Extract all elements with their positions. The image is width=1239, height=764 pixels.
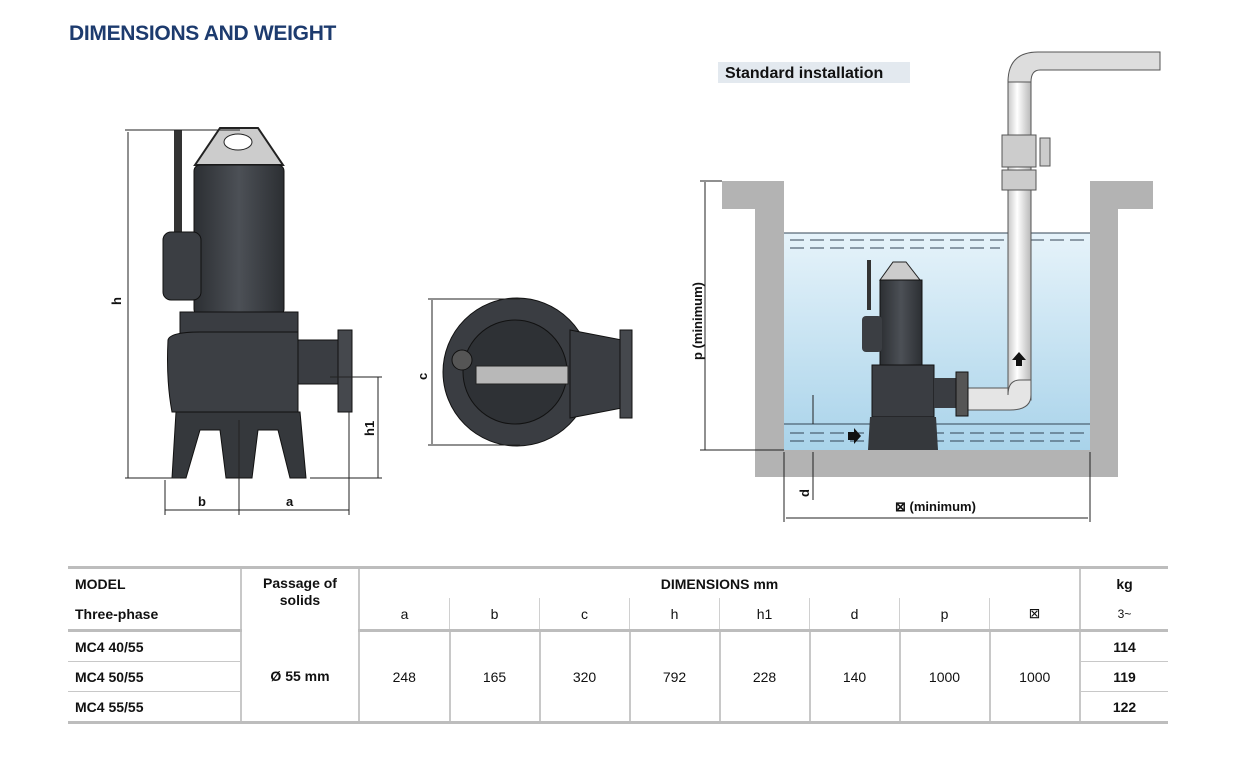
value-square: 1000 bbox=[988, 630, 1080, 724]
kg-cell: 119 bbox=[1079, 661, 1168, 692]
table-row: MC4 55/55 122 bbox=[68, 691, 1168, 724]
value-h: 792 bbox=[628, 630, 720, 724]
label-a: a bbox=[286, 494, 294, 509]
model-cell: MC4 55/55 bbox=[68, 691, 241, 724]
label-c: c bbox=[415, 373, 430, 380]
drawings: h b a h1 c Standard installation bbox=[109, 51, 1161, 522]
value-a: 248 bbox=[358, 630, 450, 724]
model-header: MODEL bbox=[75, 575, 126, 592]
passage-value: Ø 55 mm bbox=[240, 630, 359, 724]
table-row: MC4 50/55 119 bbox=[68, 661, 1168, 692]
col-b: b bbox=[449, 598, 540, 632]
col-h: h bbox=[629, 598, 720, 632]
value-b: 165 bbox=[448, 630, 540, 724]
dimensions-header: DIMENSIONS mm bbox=[358, 567, 1080, 598]
label-h: h bbox=[109, 297, 124, 305]
page-title: DIMENSIONS AND WEIGHT bbox=[69, 22, 337, 45]
kg-header: kg bbox=[1079, 567, 1168, 598]
kg-sub: 3~ bbox=[1079, 598, 1168, 632]
pump-front-view: h b a h1 bbox=[109, 127, 382, 515]
label-d: d bbox=[797, 489, 812, 497]
passage-header: Passage of solids bbox=[240, 567, 359, 631]
model-cell: MC4 40/55 bbox=[68, 630, 241, 662]
kg-cell: 122 bbox=[1079, 691, 1168, 724]
phase-header: Three-phase bbox=[68, 598, 241, 632]
pump-top-view: c bbox=[415, 297, 633, 447]
label-h1: h1 bbox=[362, 421, 377, 436]
col-p: p bbox=[899, 598, 990, 632]
value-d: 140 bbox=[808, 630, 900, 724]
installation-diagram: Standard installation bbox=[690, 51, 1161, 522]
col-h1: h1 bbox=[719, 598, 810, 632]
col-square: ⊠ bbox=[989, 598, 1080, 632]
install-title: Standard installation bbox=[725, 65, 883, 82]
label-p: p (minimum) bbox=[690, 282, 705, 360]
table-row: MC4 40/55 Ø 55 mm 248 165 320 792 228 14… bbox=[68, 630, 1168, 724]
dimensions-table: MODEL Passage of solids DIMENSIONS mm kg… bbox=[68, 566, 1168, 724]
kg-cell: 114 bbox=[1079, 630, 1168, 662]
model-cell: MC4 50/55 bbox=[68, 661, 241, 692]
col-a: a bbox=[358, 598, 450, 632]
label-b: b bbox=[198, 494, 206, 509]
col-c: c bbox=[539, 598, 630, 632]
label-square-minimum: ⊠ (minimum) bbox=[895, 499, 976, 514]
value-c: 320 bbox=[538, 630, 630, 724]
col-d: d bbox=[809, 598, 900, 632]
value-h1: 228 bbox=[718, 630, 810, 724]
value-p: 1000 bbox=[898, 630, 990, 724]
